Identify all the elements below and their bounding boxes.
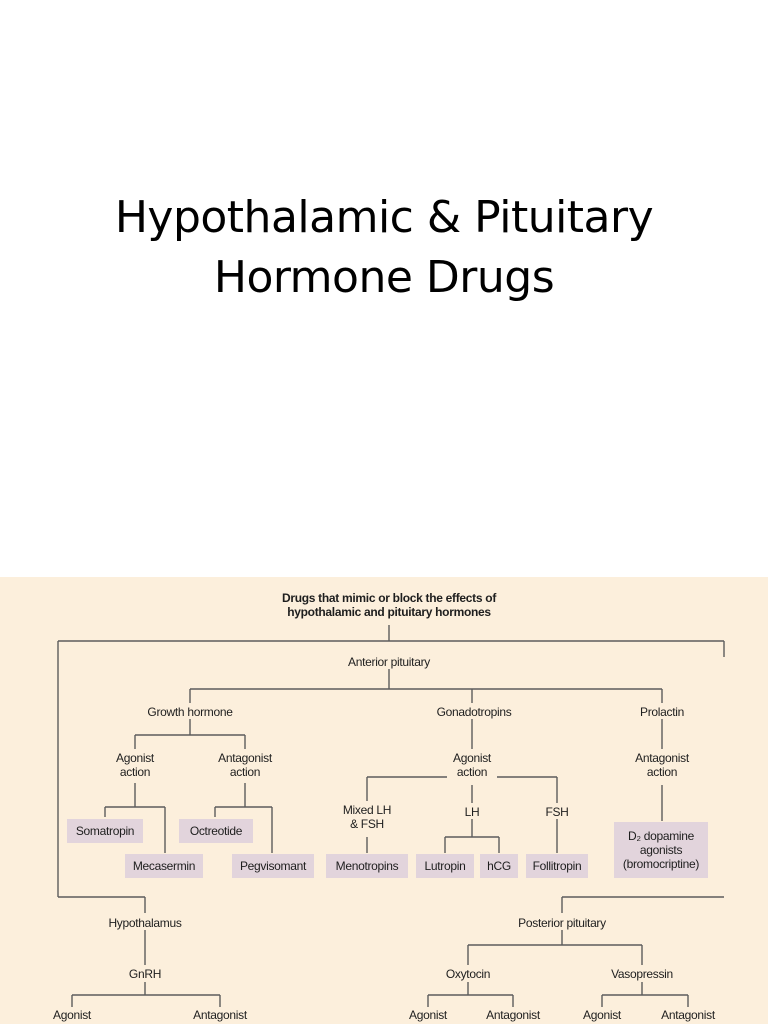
node-gh-agonist-action: Agonist action — [116, 751, 154, 779]
node-oxytocin-agonist: Agonist — [409, 1008, 447, 1022]
node-prolactin-antagonist-action: Antagonist action — [635, 751, 689, 779]
node-anterior-pituitary: Anterior pituitary — [348, 655, 430, 669]
node-posterior-pituitary: Posterior pituitary — [518, 916, 606, 930]
node-hypothalamus: Hypothalamus — [108, 916, 182, 930]
node-prolactin: Prolactin — [640, 705, 684, 719]
node-oxytocin: Oxytocin — [445, 967, 491, 981]
drug-menotropins: Menotropins — [326, 854, 408, 878]
drug-hcg: hCG — [480, 854, 518, 878]
slide-title: Hypothalamic & Pituitary Hormone Drugs — [0, 188, 768, 308]
drug-somatropin: Somatropin — [67, 819, 143, 843]
node-vasopressin-agonist: Agonist — [583, 1008, 621, 1022]
hormone-drug-diagram: Drugs that mimic or block the effects of… — [0, 577, 768, 1024]
drug-d2-dopamine-agonists: D₂ dopamine agonists (bromocriptine) — [614, 822, 708, 878]
node-gonadotropin-agonist-action: Agonist action — [453, 751, 491, 779]
node-fsh: FSH — [545, 805, 569, 819]
node-mixed-lh-fsh: Mixed LH & FSH — [342, 803, 392, 831]
slide-title-line1: Hypothalamic & Pituitary — [114, 192, 654, 243]
drug-octreotide: Octreotide — [179, 819, 253, 843]
diagram-connectors — [57, 625, 725, 1007]
node-vasopressin: Vasopressin — [611, 967, 673, 981]
diagram-root-title: Drugs that mimic or block the effects of… — [281, 591, 497, 619]
node-oxytocin-antagonist: Antagonist — [486, 1008, 540, 1022]
node-gonadotropins: Gonadotropins — [436, 705, 512, 719]
node-gnrh: GnRH — [128, 967, 162, 981]
slide-title-line2: Hormone Drugs — [213, 252, 555, 303]
node-gnrh-agonist: Agonist — [53, 1008, 91, 1022]
drug-follitropin: Follitropin — [526, 854, 588, 878]
node-growth-hormone: Growth hormone — [147, 705, 233, 719]
node-gh-antagonist-action: Antagonist action — [218, 751, 272, 779]
drug-pegvisomant: Pegvisomant — [232, 854, 314, 878]
node-vasopressin-antagonist: Antagonist — [661, 1008, 715, 1022]
node-lh: LH — [464, 805, 480, 819]
drug-mecasermin: Mecasermin — [125, 854, 203, 878]
drug-lutropin: Lutropin — [416, 854, 474, 878]
node-gnrh-antagonist: Antagonist — [193, 1008, 247, 1022]
